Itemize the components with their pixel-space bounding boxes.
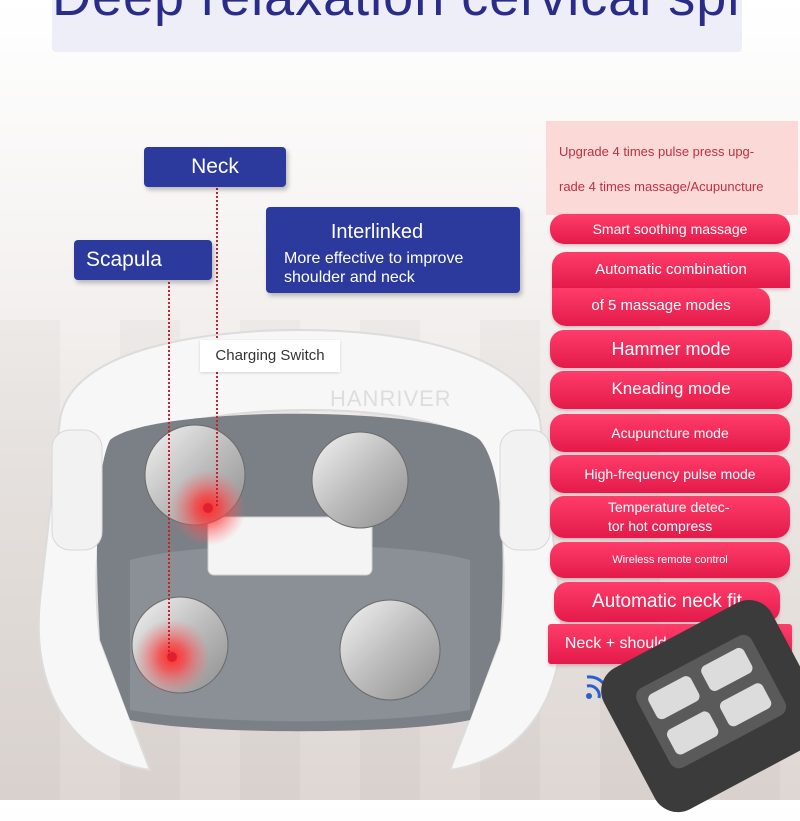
heat-point-neck-center xyxy=(203,503,213,513)
feature-five-modes: of 5 massage modes xyxy=(552,288,770,326)
remote-button xyxy=(699,645,755,694)
charging-switch-label: Charging Switch xyxy=(200,340,340,372)
remote-button xyxy=(664,709,721,757)
feature-high-frequency-pulse: High-frequency pulse mode xyxy=(550,455,790,493)
massage-head-bottom-right xyxy=(339,599,441,701)
upgrade-line-2: rade 4 times massage/Acupuncture xyxy=(559,179,764,194)
upgrade-line-1: Upgrade 4 times pulse press upg- xyxy=(559,144,755,159)
interlinked-callout: Interlinked More effective to improve sh… xyxy=(266,207,520,293)
page-title: Deep relaxation cervical spine xyxy=(52,0,742,28)
right-side-pad xyxy=(499,429,551,551)
interlinked-desc-line-1: More effective to improve xyxy=(284,250,464,267)
feature-wireless-remote: Wireless remote control xyxy=(550,542,790,578)
interlinked-description: More effective to improve shoulder and n… xyxy=(284,249,504,287)
temperature-line-1: Temperature detec- xyxy=(608,499,730,515)
feature-auto-combination: Automatic combination xyxy=(552,252,790,288)
title-band: Deep relaxation cervical spine xyxy=(52,0,742,52)
neck-massager-illustration xyxy=(37,328,563,772)
interlinked-title: Interlinked xyxy=(330,221,424,243)
temperature-line-2: tor hot compress xyxy=(608,518,713,534)
interlinked-desc-line-2: shoulder and neck xyxy=(284,269,415,286)
remote-button-panel xyxy=(632,631,790,772)
brand-watermark: HANRIVER xyxy=(330,386,452,411)
feature-temperature-detector: Temperature detec- tor hot compress xyxy=(550,496,790,538)
left-side-pad xyxy=(51,429,103,551)
feature-hammer-mode: Hammer mode xyxy=(550,330,792,368)
feature-kneading-mode: Kneading mode xyxy=(550,371,792,409)
feature-acupuncture-mode: Acupuncture mode xyxy=(550,414,790,452)
neck-label: Neck xyxy=(144,147,286,187)
scapula-label: Scapula xyxy=(74,240,212,280)
massage-head-top-right xyxy=(311,431,409,529)
feature-smart-soothing: Smart soothing massage xyxy=(550,214,790,244)
scapula-leader-line xyxy=(168,282,170,656)
upgrade-banner: Upgrade 4 times pulse press upg- rade 4 … xyxy=(546,121,798,215)
remote-button xyxy=(646,674,702,722)
remote-button xyxy=(717,681,774,729)
